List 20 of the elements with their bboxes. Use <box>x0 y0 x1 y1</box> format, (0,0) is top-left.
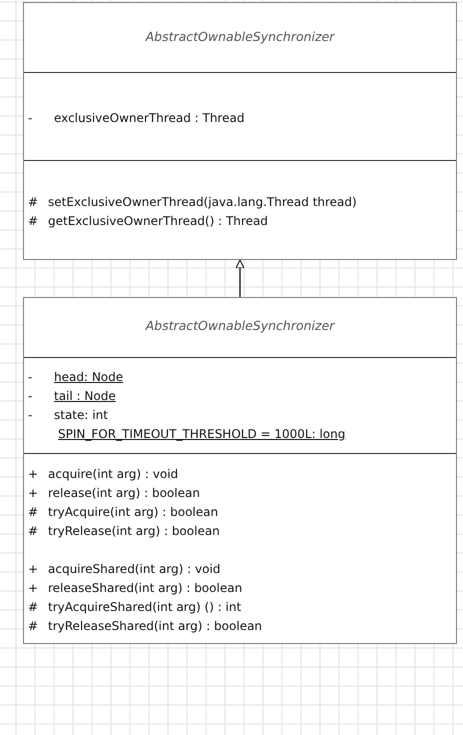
method-text: # tryAcquireShared(int arg) () : int <box>28 599 242 616</box>
method-text: + acquireShared(int arg) : void <box>28 561 220 578</box>
attribute-text: - head: Node <box>28 369 124 386</box>
method-text: # getExclusiveOwnerThread() : Thread <box>28 213 268 230</box>
method-text: # tryReleaseShared(int arg) : boolean <box>28 618 262 635</box>
inheritance-arrow <box>236 260 244 297</box>
attribute-text: - state: int <box>28 407 108 424</box>
method-text: # tryAcquire(int arg) : boolean <box>28 504 218 521</box>
attribute-text: SPIN_FOR_TIMEOUT_THRESHOLD = 1000L: long <box>58 426 346 443</box>
method-text: + acquire(int arg) : void <box>28 466 178 483</box>
attribute-text: - tail : Node <box>28 388 116 405</box>
method-text: # setExclusiveOwnerThread(java.lang.Thread thread) <box>28 194 357 211</box>
class-name: AbstractOwnableSynchronizer <box>144 29 336 44</box>
class-box <box>23 297 457 644</box>
attribute-text: - exclusiveOwnerThread : Thread <box>28 110 244 127</box>
method-text: + releaseShared(int arg) : boolean <box>28 580 242 597</box>
class-name: AbstractOwnableSynchronizer <box>144 318 336 333</box>
method-text: + release(int arg) : boolean <box>28 485 200 502</box>
method-text: # tryRelease(int arg) : boolean <box>28 523 220 540</box>
class-box <box>23 2 457 260</box>
